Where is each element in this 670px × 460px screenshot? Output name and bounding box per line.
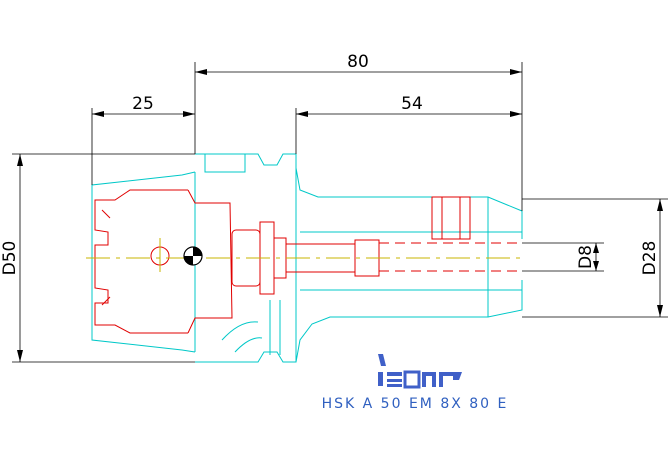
- dim-collet-diameter: D8: [576, 245, 596, 269]
- dim-overall-length: 80: [347, 52, 369, 72]
- dim-flange-length: 25: [132, 94, 154, 114]
- tool-designation: HSK A 50 EM 8X 80 E: [322, 396, 509, 412]
- dim-shank-length: 54: [401, 94, 423, 114]
- gauge-point-marker: [183, 246, 203, 266]
- dim-nose-diameter: D28: [640, 241, 660, 276]
- tool-holder-outline: [91, 153, 523, 363]
- iscar-logo: [378, 354, 462, 389]
- dim-flange-diameter: D50: [0, 241, 20, 276]
- dimension-lines: [12, 62, 668, 363]
- inner-components: [94, 189, 522, 334]
